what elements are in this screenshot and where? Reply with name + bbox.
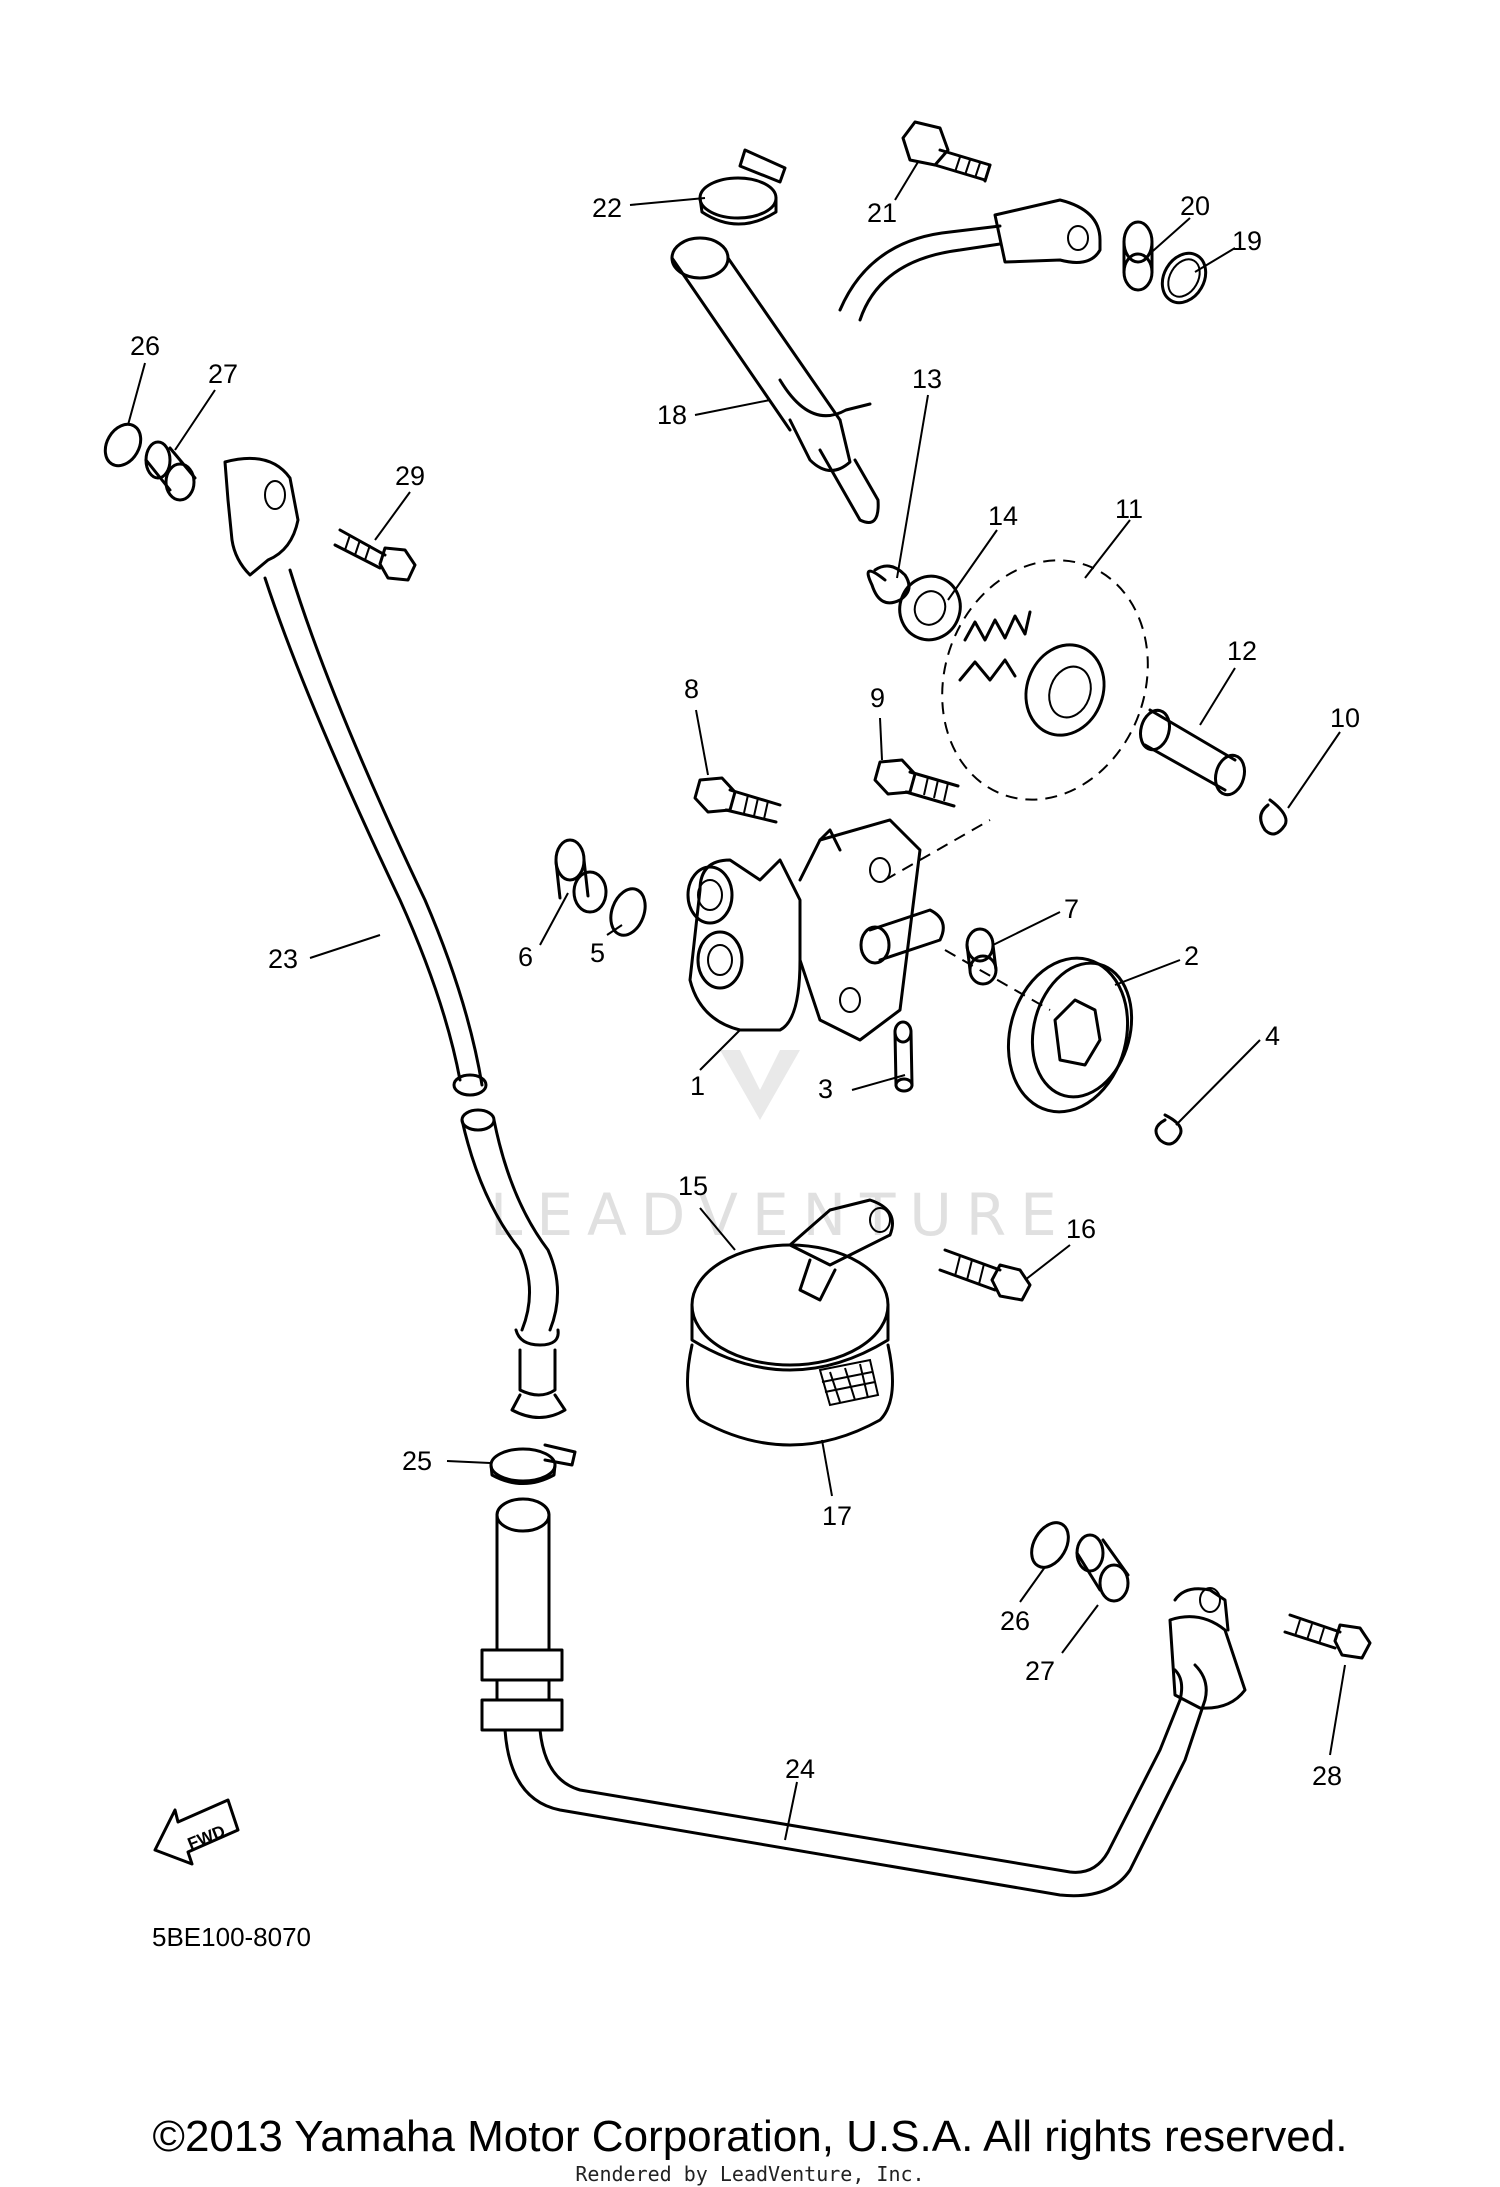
part-28-bolt[interactable]: [1283, 1613, 1372, 1660]
callout-16: 16: [1066, 1214, 1096, 1244]
callout-28: 28: [1312, 1761, 1342, 1791]
part-2-pump-rotor[interactable]: [944, 945, 1146, 1126]
callout-17: 17: [822, 1501, 852, 1531]
part-3-pin[interactable]: [893, 1020, 914, 1093]
leadventure-watermark: LEADVENTURE: [490, 1050, 1071, 1249]
part-19-o-ring[interactable]: [1154, 245, 1215, 310]
callout-23: 23: [268, 944, 298, 974]
part-18-oil-pipe[interactable]: [670, 198, 1102, 524]
callout-5: 5: [590, 938, 605, 968]
part-27-collar-upper[interactable]: [144, 440, 197, 502]
fwd-arrow-icon: FWD: [153, 1798, 240, 1866]
callout-2: 2: [1184, 941, 1199, 971]
callout-21: 21: [867, 198, 897, 228]
part-4-circlip[interactable]: [1154, 1113, 1183, 1146]
part-16-bolt[interactable]: [938, 1248, 1032, 1302]
callout-1: 1: [690, 1071, 705, 1101]
callout-24: 24: [785, 1754, 815, 1784]
part-8-bolt[interactable]: [693, 776, 782, 824]
part-26-o-ring-upper[interactable]: [98, 418, 148, 472]
copyright-notice: ©2013 Yamaha Motor Corporation, U.S.A. A…: [152, 2112, 1348, 2161]
callout-9: 9: [870, 683, 885, 713]
part-22-hose-clamp[interactable]: [698, 148, 787, 226]
callout-18: 18: [657, 400, 687, 430]
part-26-o-ring-lower[interactable]: [1024, 1516, 1076, 1574]
callout-27-upper: 27: [208, 359, 238, 389]
part-15-strainer-cover[interactable]: [690, 1198, 894, 1372]
part-27-collar-lower[interactable]: [1075, 1533, 1130, 1603]
callout-13: 13: [912, 364, 942, 394]
diagram-code: 5BE100-8070: [152, 1922, 312, 1952]
callout-25: 25: [402, 1446, 432, 1476]
part-20-collar[interactable]: [1122, 220, 1154, 292]
callout-12: 12: [1227, 636, 1257, 666]
callout-10: 10: [1330, 703, 1360, 733]
part-9-bolt[interactable]: [873, 758, 960, 808]
callout-22: 22: [592, 193, 622, 223]
part-6-collar[interactable]: [554, 838, 608, 914]
part-14-washer[interactable]: [891, 568, 969, 649]
callout-26-lower: 26: [1000, 1606, 1030, 1636]
part-11-drive-gear[interactable]: [909, 531, 1180, 829]
leader-lines: [127, 161, 1346, 1841]
callout-14: 14: [988, 501, 1018, 531]
part-7-dowel[interactable]: [965, 927, 998, 986]
rendered-by-notice: Rendered by LeadVenture, Inc.: [575, 2162, 925, 2186]
callout-6: 6: [518, 942, 533, 972]
svg-text:LEADVENTURE: LEADVENTURE: [490, 1181, 1071, 1249]
callout-26-upper: 26: [130, 331, 160, 361]
part-29-bolt[interactable]: [333, 528, 417, 582]
callout-8: 8: [684, 674, 699, 704]
part-10-circlip[interactable]: [1259, 798, 1288, 836]
part-21-bolt[interactable]: [901, 120, 992, 183]
part-17-oil-strainer[interactable]: [686, 1343, 894, 1447]
callout-19: 19: [1232, 226, 1262, 256]
callout-20: 20: [1180, 191, 1210, 221]
part-1-oil-pump-body[interactable]: [686, 818, 991, 1042]
callout-4: 4: [1265, 1021, 1280, 1051]
callout-15: 15: [678, 1171, 708, 1201]
callout-labels: 22 21 20 19 18 13 14 11 12 10 8 9 7 2 4 …: [130, 191, 1360, 1791]
callout-3: 3: [818, 1074, 833, 1104]
hose-23-banjo-fitting[interactable]: [223, 456, 300, 577]
part-12-shaft[interactable]: [1136, 707, 1248, 798]
callout-29: 29: [395, 461, 425, 491]
part-23-oil-hose[interactable]: [263, 568, 567, 1419]
part-24-oil-pipe-lower[interactable]: [480, 1497, 1247, 1898]
part-25-hose-clamp[interactable]: [489, 1443, 577, 1485]
callout-7: 7: [1064, 894, 1079, 924]
callout-11: 11: [1115, 494, 1143, 524]
part-5-o-ring[interactable]: [605, 884, 651, 940]
callout-27-lower: 27: [1025, 1656, 1055, 1686]
svg-text:FWD: FWD: [185, 1821, 228, 1853]
